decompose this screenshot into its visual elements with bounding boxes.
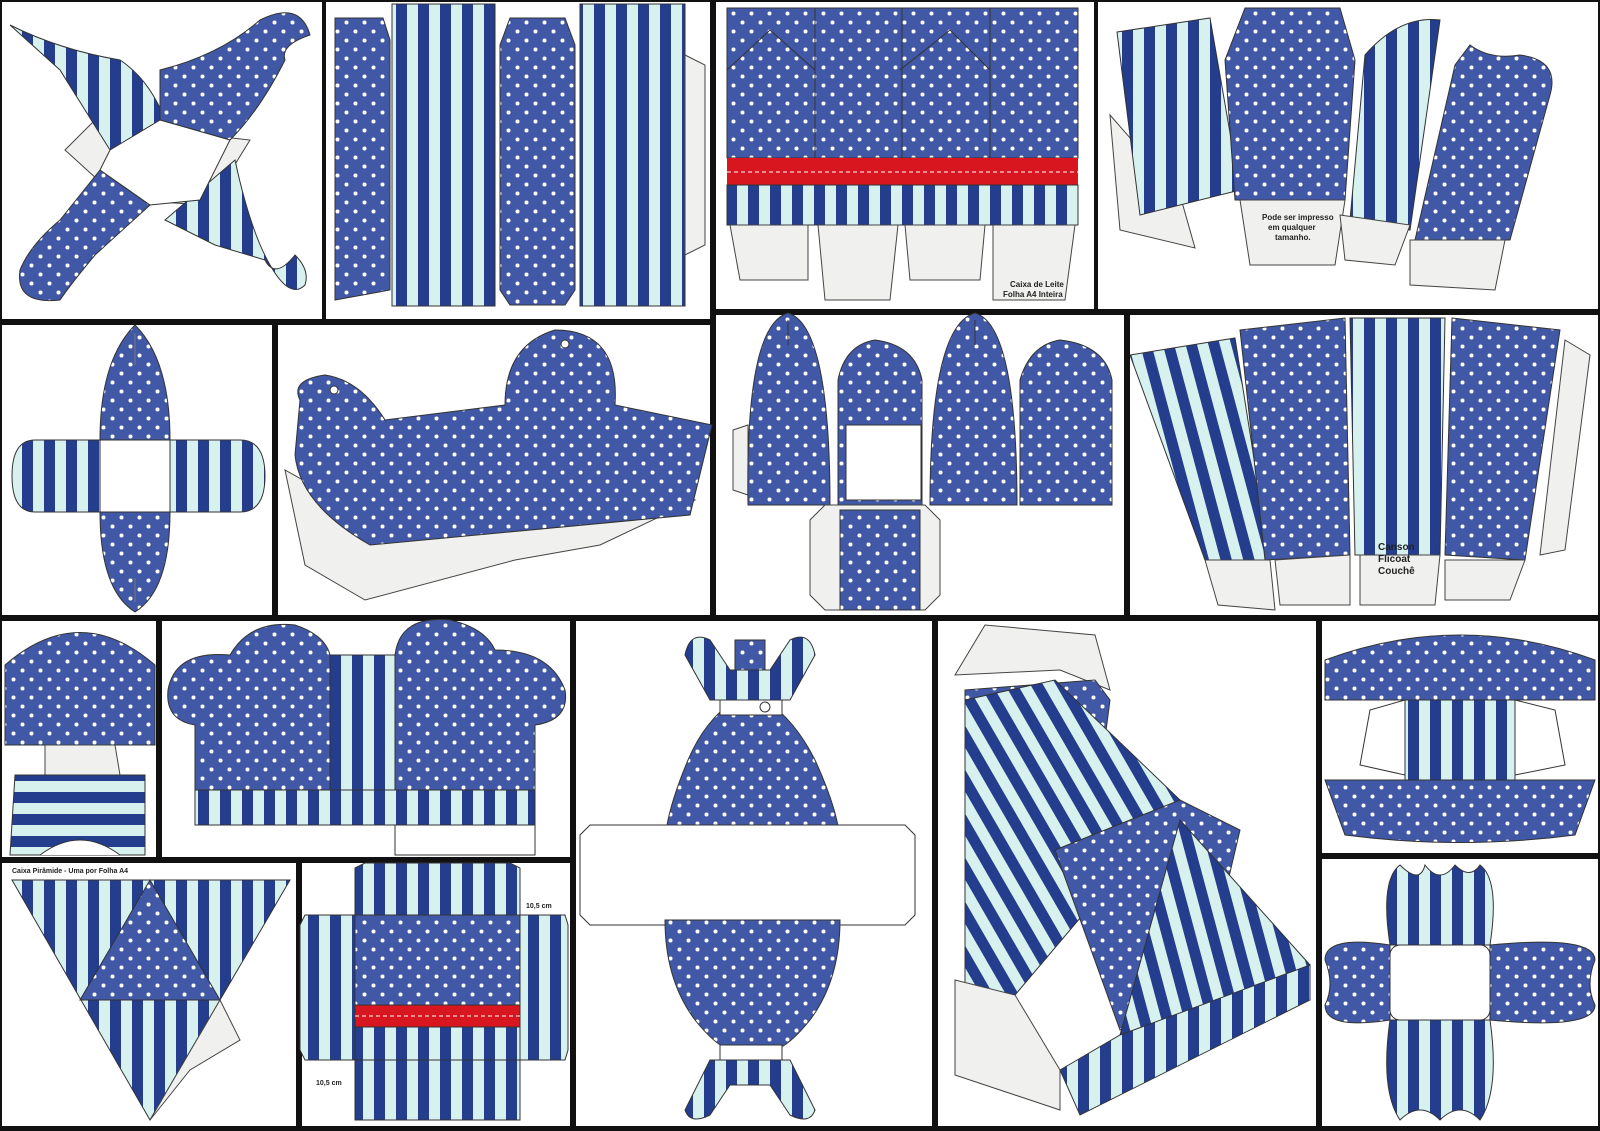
paper-type-line-2: Flicoat [1378, 554, 1411, 565]
size-label-bottom: 10,5 cm [316, 1080, 342, 1087]
panel-11-dress-box [576, 621, 932, 1126]
pyramid-title: Caixa Pirâmide - Uma por Folha A4 [12, 868, 128, 875]
panel-9-dome-box [2, 621, 156, 857]
panel-6-scallop-box [278, 325, 713, 615]
panel-1-hat-box [2, 2, 322, 319]
panel-5-cross-box [2, 324, 272, 615]
panel-3-milk-box: Caixa de Leite Folha A4 Inteira [716, 2, 1094, 309]
popcorn-note-line-2: em qualquer [1268, 223, 1316, 232]
popcorn-note-line-1: Pode ser impresso [1262, 213, 1334, 222]
panel-8-bucket-box: Canson Flicoat Couchê [1129, 315, 1598, 615]
size-label-top: 10,5 cm [526, 903, 552, 910]
panel-2-long-box [326, 2, 710, 319]
panel-12-cone-box [938, 621, 1316, 1126]
popcorn-note-line-3: tamanho. [1275, 233, 1311, 242]
milk-box-label-2: Folha A4 Inteira [1003, 290, 1063, 299]
panel-10-cloud-box [162, 618, 570, 857]
paper-type-line-1: Canson [1378, 542, 1415, 553]
panel-7-bell-box [716, 312, 1124, 615]
panel-4-popcorn-box: Pode ser impresso em qualquer tamanho. [1098, 2, 1598, 309]
paper-type-line-3: Couchê [1378, 566, 1415, 577]
milk-box-label-1: Caixa de Leite [1010, 280, 1064, 289]
panel-14-pyramid-box: Caixa Pirâmide - Uma por Folha A4 [2, 863, 296, 1126]
panel-15-square-box: 10,5 cm 10,5 cm [299, 862, 570, 1126]
panel-16-flower-box [1322, 859, 1598, 1126]
flower-icon [759, 701, 771, 713]
panel-13-pillow-box [1322, 621, 1598, 853]
